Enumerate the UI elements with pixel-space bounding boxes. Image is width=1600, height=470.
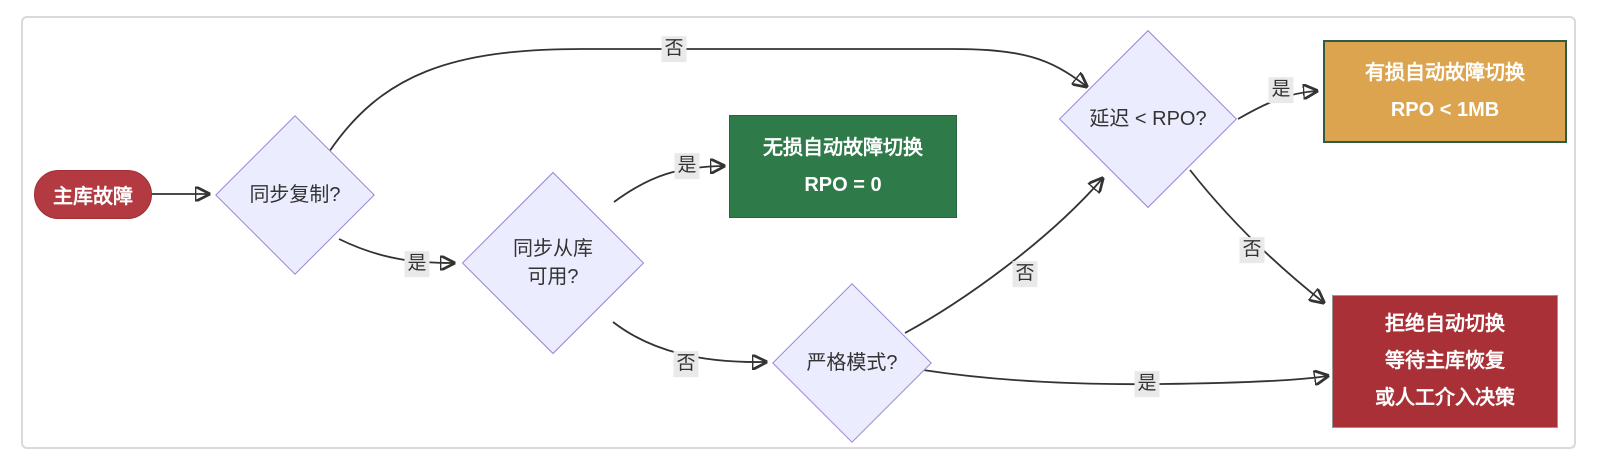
flowchart-canvas: 主库故障 同步复制? 同步从库 可用? 严格模式? 延迟 < RPO? 无损自动… xyxy=(21,16,1576,449)
outcome-line2: RPO < 1MB xyxy=(1390,98,1500,121)
flowchart-stage: 主库故障 同步复制? 同步从库 可用? 严格模式? 延迟 < RPO? 无损自动… xyxy=(23,18,1574,447)
edge-d3-red-yes xyxy=(922,370,1327,384)
outcome-line1: 拒绝自动切换 xyxy=(1385,313,1505,335)
outcome-refuse-switch[interactable]: 拒绝自动切换 等待主库恢复 或人工介入决策 xyxy=(1332,295,1558,428)
edge-d1-d2-yes xyxy=(338,238,453,263)
outcome-line3: 或人工介入决策 xyxy=(1375,387,1515,409)
decision-label-line2: 可用? xyxy=(527,266,579,288)
edge-label-yes-d3-red: 是 xyxy=(1134,371,1160,397)
decision-strict-mode[interactable]: 严格模式? xyxy=(772,282,932,443)
edge-d1-d4-no xyxy=(328,48,1086,153)
start-node-primary-failure[interactable]: 主库故障 xyxy=(34,170,152,219)
outcome-lossless-failover[interactable]: 无损自动故障切换 RPO = 0 xyxy=(729,115,957,218)
decision-label-line1: 同步从库 xyxy=(513,238,593,260)
edge-label-yes-d2-green: 是 xyxy=(674,153,700,179)
decision-label: 严格模式? xyxy=(806,351,898,374)
edge-label-no-d1-d4: 否 xyxy=(661,36,687,62)
decision-label: 延迟 < RPO? xyxy=(1089,108,1207,130)
outcome-line2: RPO = 0 xyxy=(804,173,882,196)
outcome-line1: 无损自动故障切换 xyxy=(763,136,923,159)
decision-sync-replication[interactable]: 同步复制? xyxy=(215,115,375,275)
edge-label-no-d2-d3: 否 xyxy=(673,351,699,377)
edge-label-yes-d4-orange: 是 xyxy=(1268,77,1294,103)
edge-label-yes-d1-d2: 是 xyxy=(404,251,430,277)
edge-label-no-d4-red: 否 xyxy=(1239,237,1265,263)
edge-label-no-d3-d4: 否 xyxy=(1012,261,1038,287)
edge-d2-green-yes xyxy=(613,166,723,203)
decision-lag-lt-rpo[interactable]: 延迟 < RPO? xyxy=(1058,29,1238,209)
decision-label: 同步复制? xyxy=(249,184,341,206)
start-node-label: 主库故障 xyxy=(53,186,133,208)
edge-d3-d4-no xyxy=(904,179,1102,334)
outcome-line2: 等待主库恢复 xyxy=(1385,350,1505,372)
decision-sync-replica-available[interactable]: 同步从库 可用? xyxy=(461,171,645,355)
outcome-line1: 有损自动故障切换 xyxy=(1365,61,1525,84)
outcome-lossy-failover[interactable]: 有损自动故障切换 RPO < 1MB xyxy=(1323,40,1567,143)
